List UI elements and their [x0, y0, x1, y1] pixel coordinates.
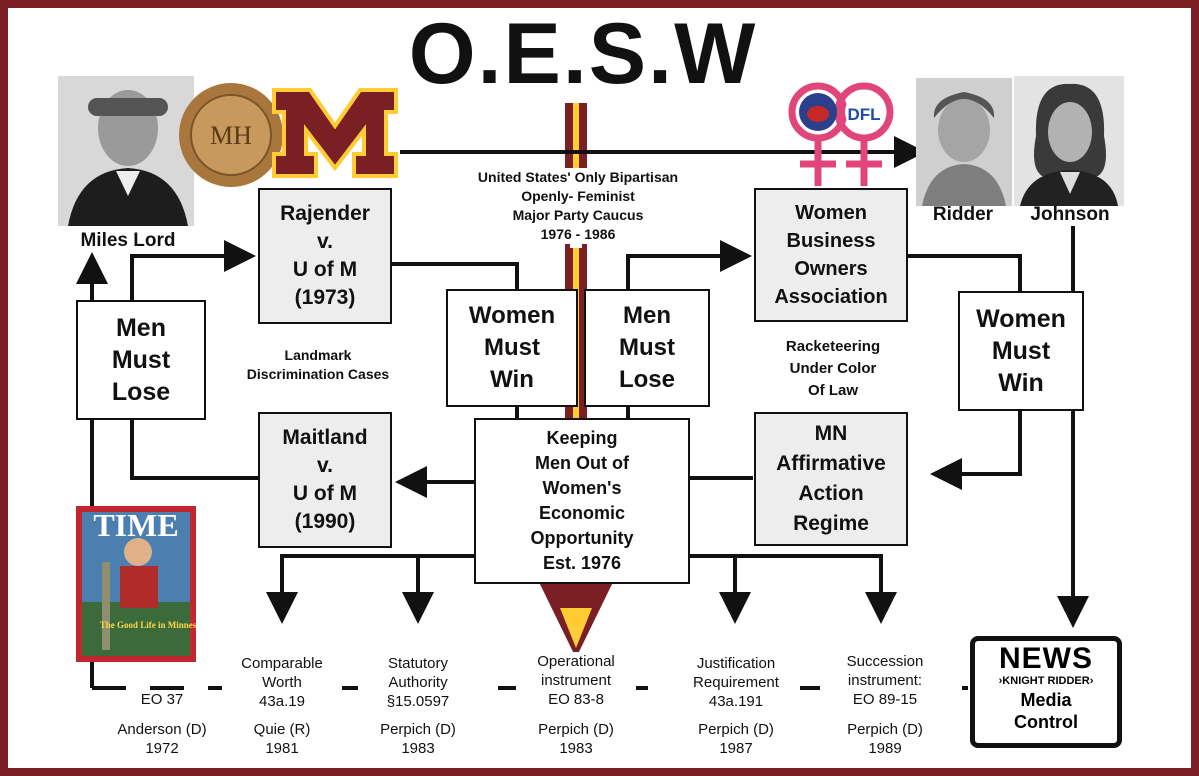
men-lose-to-rajender: [130, 240, 256, 300]
media-control-box: NEWS ›KNIGHT RIDDER› Media Control: [970, 636, 1122, 748]
timeline-label: Justification Requirement 43a.191: [672, 654, 800, 711]
women-win-to-mnaa: [930, 411, 1022, 490]
miles-lord-label: Miles Lord: [80, 230, 176, 251]
news-logo-text: NEWS: [999, 642, 1093, 675]
women-must-win-right-box: Women Must Win: [958, 291, 1084, 411]
landmark-note: Landmark Discrimination Cases: [246, 347, 390, 382]
men-lose-to-maitland: [130, 420, 258, 480]
timeline-gov: Perpich (D): [698, 721, 774, 738]
timeline-label: Comparable Worth 43a.19: [222, 654, 342, 711]
timeline-year: 1983: [401, 740, 435, 757]
timeline-year: 1987: [719, 740, 753, 757]
timeline-label: EO 37: [140, 691, 184, 708]
timeline-gov: Perpich (D): [380, 721, 456, 738]
timeline-year: 1981: [265, 740, 299, 757]
timeline-gov: Perpich (D): [538, 721, 614, 738]
mn-affirmative-action-box: MN Affirmative Action Regime: [754, 412, 908, 546]
timeline-gov: Perpich (D): [847, 721, 923, 738]
men-must-lose-left-box: Men Must Lose: [76, 300, 206, 420]
women-must-win-center-box: Women Must Win: [446, 289, 578, 407]
page-title: O.E.S.W: [408, 8, 758, 102]
dfl-logo-text: DFL: [847, 105, 880, 124]
timeline-label: Statutory Authority §15.0597: [358, 654, 478, 711]
ridder-photo: [916, 78, 1012, 206]
umn-block-m-logo: [272, 88, 398, 178]
time-magazine-cover: TIME The Good Life in Minnesota: [76, 506, 196, 662]
timeline-year: 1983: [559, 740, 593, 757]
diagram-canvas: O.E.S.W Miles Lord MH DFL: [8, 8, 1191, 768]
mh-monogram: MH: [210, 121, 252, 150]
racketeering-note: Racketeering Under Color Of Law: [785, 338, 881, 399]
caucus-caption: United States' Only Bipartisan Openly- F…: [458, 168, 698, 244]
timeline-label: Succession instrument: EO 89-15: [820, 652, 950, 709]
center-arrow-gold: [560, 608, 592, 648]
knight-ridder-logo-text: ›KNIGHT RIDDER›: [998, 675, 1094, 687]
mitchell-hamline-seal: MH: [179, 83, 283, 187]
timeline-gov: Quie (R): [253, 721, 311, 738]
timeline-year: 1989: [868, 740, 902, 757]
johnson-label: Johnson: [1030, 204, 1110, 225]
johnson-photo: [1014, 76, 1124, 206]
rajender-to-women-win: [392, 262, 519, 289]
rajender-case-box: Rajender v. U of M (1973): [258, 188, 392, 324]
men-lose-to-wboa: [626, 240, 752, 289]
ridder-label: Ridder: [932, 204, 994, 225]
timeline-label: Operational instrument EO 83-8: [516, 652, 636, 709]
wboa-to-women-win: [908, 254, 1022, 291]
miles-lord-photo: [58, 76, 194, 226]
media-control-label: Media Control: [1014, 690, 1078, 732]
time-logo-text: TIME: [93, 507, 178, 543]
keeping-to-right-branch: [690, 554, 897, 624]
maitland-case-box: Maitland v. U of M (1990): [258, 412, 392, 548]
men-must-lose-center-box: Men Must Lose: [584, 289, 710, 407]
timeline-gov: Anderson (D): [117, 721, 207, 738]
wboa-box: Women Business Owners Association: [754, 188, 908, 322]
timeline-year: 1972: [145, 740, 179, 757]
party-female-symbols: DFL: [788, 82, 894, 186]
time-caption-text: The Good Life in Minnesota: [100, 620, 196, 630]
keeping-men-out-box: Keeping Men Out of Women's Economic Oppo…: [474, 418, 690, 584]
keeping-to-left-branch: [266, 554, 474, 624]
